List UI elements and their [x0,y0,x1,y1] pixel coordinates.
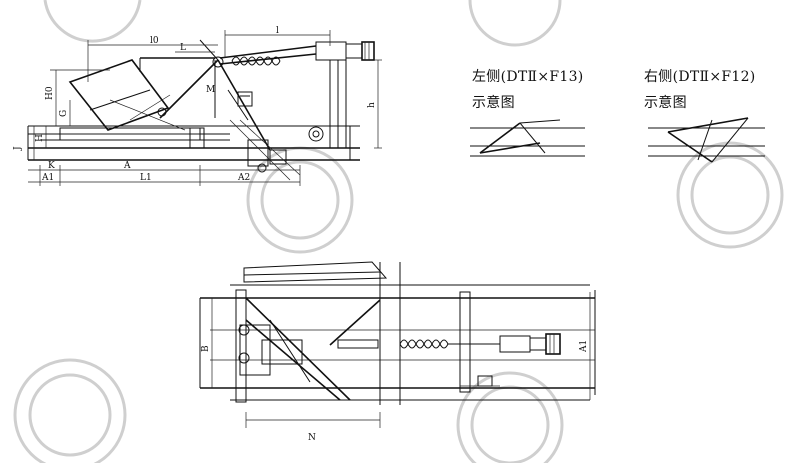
watermark-seal-top-left [43,0,562,47]
watermark-seal-bottom-left [13,358,127,463]
dim-label-l0: l0 [150,36,159,46]
watermark-seal-bottom-center [456,371,564,463]
watermark-seal-top-center [246,146,354,254]
dim-label-A1: A1 [41,173,54,183]
watermark-seal-right [676,141,784,249]
dim-label-G: G [59,110,69,117]
right-side-caption: 右侧(DTⅡ×F12) [644,69,756,85]
side-view-drawing: l l0 L H0 G M h J H K A1 A L1 A2 [13,26,382,186]
left-side-caption: 左侧(DTⅡ×F13) [472,69,584,85]
dim-label-N: N [308,433,316,443]
dim-label-L1: L1 [140,173,152,183]
dim-label-A2: A2 [237,173,250,183]
left-side-schematic [470,119,585,157]
dim-label-M: M [206,85,215,95]
plan-view-drawing: B A1 N [199,261,596,443]
left-side-caption-sub: 示意图 [472,95,515,111]
dim-label-H0: H0 [45,86,55,100]
dim-label-l: l [276,26,279,36]
dim-label-L: L [180,43,186,53]
dim-label-A1-plan: A1 [579,340,589,353]
dim-label-A: A [123,161,131,171]
dim-label-K: K [48,161,55,171]
right-side-caption-sub: 示意图 [644,95,687,111]
dim-label-B: B [201,345,211,352]
dim-label-J: J [13,146,23,151]
dim-label-h: h [367,102,377,108]
right-side-schematic [648,117,765,163]
dim-label-H: H [35,134,45,142]
